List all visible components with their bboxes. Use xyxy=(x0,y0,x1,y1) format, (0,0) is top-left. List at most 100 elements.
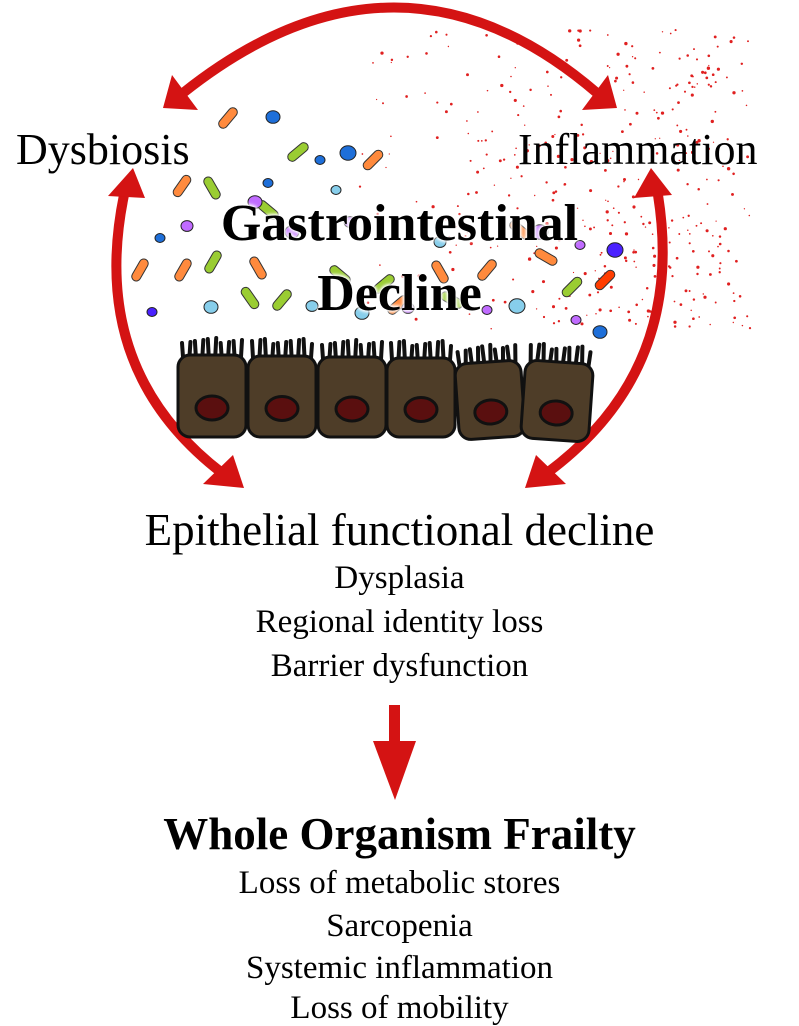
inflammation-dot xyxy=(600,251,603,254)
bacillus xyxy=(218,107,238,129)
bacillus xyxy=(287,142,309,162)
inflammation-dot xyxy=(651,67,655,70)
inflammation-dot xyxy=(436,101,439,104)
inflammation-dot xyxy=(401,274,405,278)
microvillus xyxy=(250,339,255,360)
inflammation-dot xyxy=(607,200,609,203)
inflammation-dot xyxy=(682,216,685,219)
inflammation-dot xyxy=(484,139,487,142)
inflammation-dot xyxy=(641,298,644,301)
inflammation-dot xyxy=(668,241,671,244)
inflammation-dot xyxy=(644,226,647,228)
inflammation-dot xyxy=(711,234,714,237)
inflammation-dot xyxy=(531,290,535,294)
inflammation-dot xyxy=(435,136,439,140)
inflammation-dot xyxy=(390,61,392,64)
coccus xyxy=(354,306,370,320)
inflammation-dot xyxy=(595,312,597,315)
epithelial-cell xyxy=(519,341,595,443)
inflammation-dot xyxy=(545,181,548,184)
inflammation-dot xyxy=(503,300,507,304)
inflammation-dot xyxy=(709,323,711,326)
inflammation-dot xyxy=(748,214,751,217)
inflammation-dot xyxy=(738,295,742,298)
inflammation-dot xyxy=(628,73,631,76)
inflammation-dot xyxy=(445,33,448,36)
inflammation-dot xyxy=(696,265,700,269)
inflammation-dot xyxy=(557,320,561,323)
inflammation-dot xyxy=(552,191,556,195)
inflammation-dot xyxy=(668,227,670,229)
inflammation-dot xyxy=(670,219,674,222)
arrowhead-to-dysbiosis-lower xyxy=(108,168,145,198)
inflammation-dot xyxy=(439,220,442,223)
inflammation-dot xyxy=(564,165,567,169)
inflammation-dot xyxy=(570,158,574,162)
inflammation-dot xyxy=(632,205,636,209)
inflammation-dot xyxy=(382,102,384,105)
inflammation-dot xyxy=(623,178,626,181)
inflammation-dot xyxy=(677,163,680,165)
inflammation-dot xyxy=(582,219,584,222)
arrowhead-to-inflammation xyxy=(582,75,617,110)
inflammation-dot xyxy=(580,322,584,326)
inflammation-dot xyxy=(581,133,585,136)
inflammation-dot xyxy=(684,290,687,293)
epithelial-item-barrier-dysfunction: Barrier dysfunction xyxy=(270,648,529,684)
bacillus xyxy=(387,295,409,315)
inflammation-dot xyxy=(635,111,639,115)
inflammation-dot xyxy=(527,257,532,261)
coccus xyxy=(154,233,166,243)
inflammation-dot xyxy=(673,325,677,328)
inflammation-dot xyxy=(361,153,364,155)
inflammation-dot xyxy=(678,159,680,162)
epithelial-cell xyxy=(246,337,318,439)
inflammation-dot xyxy=(565,58,569,62)
inflammation-dot xyxy=(448,235,450,238)
bacillus xyxy=(373,274,395,294)
microvillus xyxy=(379,340,384,361)
inflammation-dot xyxy=(563,184,565,186)
bacillus xyxy=(249,256,267,280)
microvillus xyxy=(586,350,593,369)
inflammation-dot xyxy=(567,232,570,235)
inflammation-dot xyxy=(584,225,586,228)
inflammation-dot xyxy=(714,301,717,304)
inflammation-dot xyxy=(732,91,736,95)
inflammation-dot xyxy=(551,305,556,309)
coccus xyxy=(508,298,526,314)
inflammation-dot xyxy=(514,67,516,69)
inflammation-dot xyxy=(707,147,710,151)
coccus xyxy=(314,155,326,165)
inflammation-dot xyxy=(707,54,711,58)
inflammation-dot xyxy=(437,231,440,234)
inflammation-dot xyxy=(726,167,731,171)
inflammation-dot xyxy=(557,238,561,242)
inflammation-dot xyxy=(659,137,661,139)
inflammation-dot xyxy=(589,160,594,164)
inflammation-dot xyxy=(583,272,587,276)
inflammation-dot xyxy=(708,250,710,253)
inflammation-dot xyxy=(651,246,655,250)
inflammation-dot xyxy=(545,70,549,74)
epithelial-item-dysplasia: Dysplasia xyxy=(334,560,465,596)
inflammation-dot xyxy=(507,194,511,197)
inflammation-dot xyxy=(617,211,620,214)
inflammation-dot xyxy=(706,66,711,70)
bacteria-icon xyxy=(131,107,624,339)
coccus xyxy=(606,242,624,258)
inflammation-dot xyxy=(654,138,656,140)
bacillus xyxy=(204,250,222,274)
microvillus xyxy=(239,338,244,359)
inflammation-dot xyxy=(458,212,461,216)
inflammation-dot xyxy=(661,31,664,33)
inflammation-dot xyxy=(498,159,502,163)
inflammation-dot xyxy=(541,280,546,284)
inflammation-dot xyxy=(424,92,426,94)
inflammation-dot xyxy=(741,90,744,92)
cell-nucleus xyxy=(403,396,439,423)
inflammation-dot xyxy=(678,233,681,235)
inflammation-dot xyxy=(688,290,691,292)
inflammation-dot xyxy=(673,300,676,303)
coccus xyxy=(481,305,493,315)
